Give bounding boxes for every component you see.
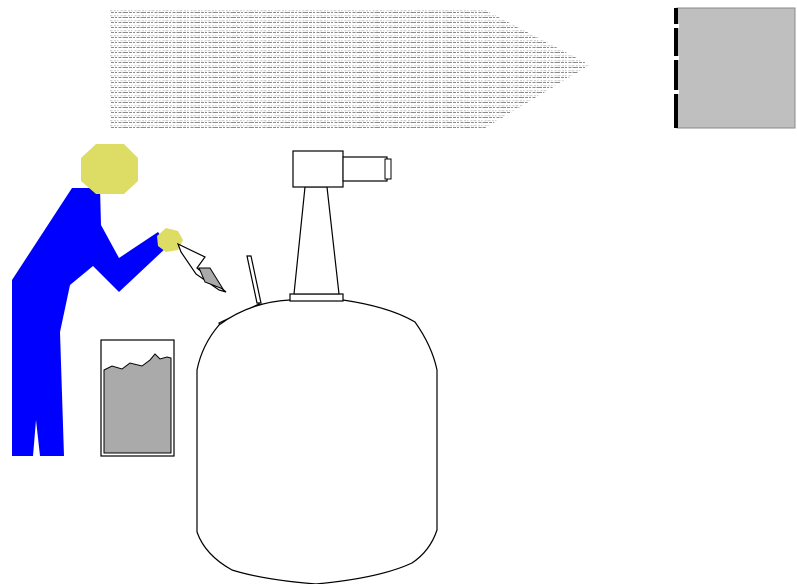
worker-head [81,144,138,194]
material-fill [103,353,172,454]
agitator-column [293,186,340,295]
flow-arrow [110,10,590,128]
worker-hand [157,228,183,252]
vessel [196,299,438,584]
worker-figure [12,144,183,456]
motor-shaft [342,156,388,182]
material-bin [100,339,175,457]
destination-panel [673,7,796,129]
scoop [176,242,227,293]
vessel-flange [289,293,344,302]
motor-housing [292,150,344,188]
motor-shaft-cap [384,158,392,180]
